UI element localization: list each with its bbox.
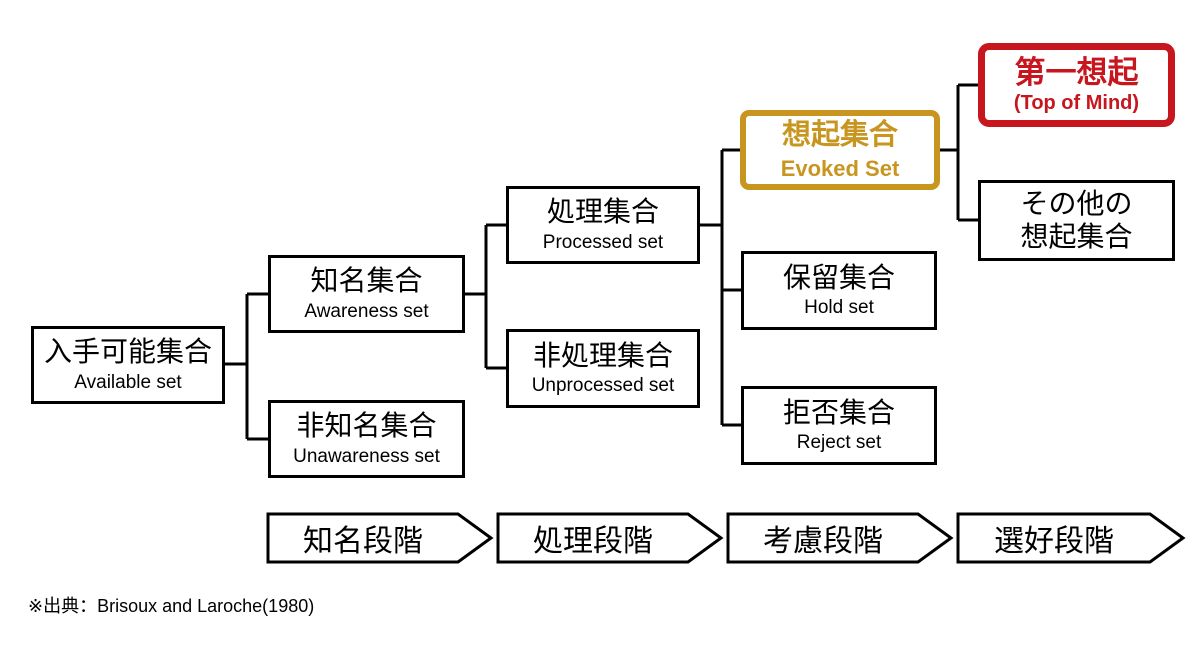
stage-arrow-preference <box>956 512 1186 564</box>
box-evoked-set: 想起集合 Evoked Set <box>740 110 940 190</box>
box-awareness-set-jp-label: 知名集合 <box>310 265 423 297</box>
box-unprocessed-set-jp-label: 非処理集合 <box>532 339 673 371</box>
box-other-evoked-set-jp-label: その他の 想起集合 <box>1020 188 1133 252</box>
connector-awareness-children <box>465 223 506 370</box>
box-top-of-mind: 第一想起 (Top of Mind) <box>978 43 1175 127</box>
box-unprocessed-set: 非処理集合 Unprocessed set <box>506 329 700 408</box>
box-evoked-set-jp-label: 想起集合 <box>781 119 898 152</box>
box-processed-set-jp-label: 処理集合 <box>546 196 659 228</box>
box-other-evoked-set: その他の 想起集合 <box>978 180 1175 261</box>
box-reject-set-jp-label: 拒否集合 <box>782 396 895 428</box>
connector-processed-children <box>700 148 741 427</box>
connector-evoked-children <box>940 83 978 222</box>
source-citation: ※出典：Brisoux and Laroche(1980) <box>28 596 315 616</box>
box-processed-set-en-label: Processed set <box>542 231 664 253</box>
box-top-of-mind-jp-label: 第一想起 <box>1014 55 1139 91</box>
box-top-of-mind-en-label: (Top of Mind) <box>1013 91 1140 114</box>
stage-arrow-awareness <box>266 512 494 564</box>
box-awareness-set-en-label: Awareness set <box>304 300 429 322</box>
box-available-set: 入手可能集合 Available set <box>31 326 225 404</box>
box-reject-set: 拒否集合 Reject set <box>741 386 937 465</box>
stage-arrow-processing <box>496 512 724 564</box>
stage-label-consideration: 考慮段階 <box>763 525 883 558</box>
box-hold-set-jp-label: 保留集合 <box>782 261 895 293</box>
stage-label-awareness: 知名段階 <box>303 525 423 558</box>
box-processed-set: 処理集合 Processed set <box>506 186 700 264</box>
box-unawareness-set: 非知名集合 Unawareness set <box>268 400 465 478</box>
box-hold-set: 保留集合 Hold set <box>741 251 937 330</box>
box-unawareness-set-en-label: Unawareness set <box>293 445 440 467</box>
box-hold-set-en-label: Hold set <box>804 297 874 319</box>
box-unprocessed-set-en-label: Unprocessed set <box>531 375 675 397</box>
stage-label-preference: 選好段階 <box>994 525 1114 558</box>
box-available-set-jp-label: 入手可能集合 <box>43 336 212 368</box>
box-available-set-en-label: Available set <box>74 371 182 393</box>
box-awareness-set: 知名集合 Awareness set <box>268 255 465 333</box>
stage-label-processing: 処理段階 <box>533 525 653 558</box>
stage-arrow-consideration <box>726 512 954 564</box>
box-unawareness-set-jp-label: 非知名集合 <box>296 410 437 442</box>
connector-available-children <box>225 292 268 441</box>
box-evoked-set-en-label: Evoked Set <box>780 155 900 181</box>
box-reject-set-en-label: Reject set <box>796 432 882 454</box>
